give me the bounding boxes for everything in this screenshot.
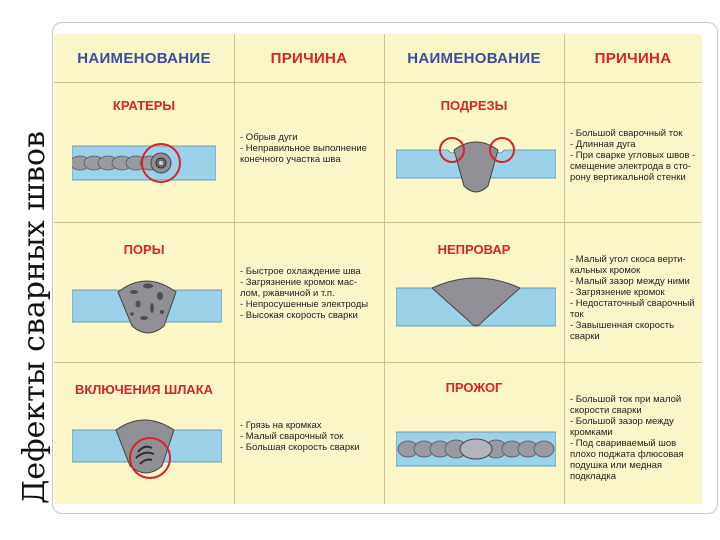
lack-of-penetration-illustration bbox=[395, 264, 557, 349]
cause-line: - Большая скорость сварки bbox=[240, 442, 360, 453]
causes-craters: - Обрыв дуги - Неправильное выполнение к… bbox=[240, 132, 367, 165]
cause-line: - Малый зазор между ними bbox=[570, 276, 690, 287]
causes-slag-inclusions: - Грязь на кромках - Малый сварочный ток… bbox=[240, 420, 360, 453]
grid-line bbox=[54, 362, 702, 363]
cause-line: - Завышенная скорость bbox=[570, 320, 675, 331]
cause-line: плохо поджата флюсовая bbox=[570, 449, 684, 460]
cause-line: - Большой зазор между bbox=[570, 416, 674, 427]
header-left-name: НАИМЕНОВАНИЕ bbox=[77, 49, 211, 67]
cause-line: - Недостаточный сварочный bbox=[570, 298, 695, 309]
cause-line: лом, ржавчиной и т.п. bbox=[240, 288, 335, 299]
causes-burn-through: - Большой ток при малой скорости сварки … bbox=[570, 394, 684, 482]
cause-line: - Длинная дуга bbox=[570, 139, 636, 150]
cause-line: - Неправильное выполнение bbox=[240, 143, 367, 154]
cause-line: скорости сварки bbox=[570, 405, 642, 416]
cause-line: - Малый угол скоса верти- bbox=[570, 254, 686, 265]
slide-frame bbox=[52, 22, 718, 514]
cause-line: подушка или медная bbox=[570, 460, 663, 471]
cause-line: - Загрязнение кромок bbox=[570, 287, 665, 298]
cause-line: конечного участка шва bbox=[240, 154, 341, 165]
cause-line: сварки bbox=[570, 331, 600, 342]
causes-pores: - Быстрое охлаждение шва - Загрязнение к… bbox=[240, 266, 368, 321]
craters-illustration bbox=[69, 132, 217, 205]
cause-line: рону вертикальной стенки bbox=[570, 172, 686, 183]
cause-line: - Быстрое охлаждение шва bbox=[240, 266, 361, 277]
defect-name-burn-through: ПРОЖОГ bbox=[445, 380, 503, 395]
grid-line bbox=[564, 34, 565, 504]
cause-line: - Загрязнение кромок мас- bbox=[240, 277, 358, 288]
page-title-text: Дефекты сварных швов bbox=[17, 131, 52, 504]
cause-line: - Грязь на кромках bbox=[240, 420, 322, 431]
cause-line: ток bbox=[570, 309, 584, 320]
defect-name-pores: ПОРЫ bbox=[123, 242, 165, 257]
defect-name-lack-of-penetration: НЕПРОВАР bbox=[437, 242, 511, 257]
cause-line: - Большой сварочный ток bbox=[570, 128, 683, 139]
header-right-cause: ПРИЧИНА bbox=[594, 49, 672, 67]
burn-through-illustration bbox=[395, 420, 557, 485]
cause-line: смещение электрода в сто- bbox=[570, 161, 692, 172]
cause-line: подкладка bbox=[570, 471, 617, 482]
slag-inclusions-illustration bbox=[71, 408, 223, 493]
cause-line: - Большой ток при малой bbox=[570, 394, 682, 405]
header-right-name: НАИМЕНОВАНИЕ bbox=[407, 49, 541, 67]
grid-line bbox=[384, 34, 385, 504]
defect-name-slag-inclusions: ВКЛЮЧЕНИЯ ШЛАКА bbox=[74, 382, 214, 397]
header-left-cause: ПРИЧИНА bbox=[270, 49, 348, 67]
pores-illustration bbox=[71, 270, 223, 351]
cause-line: - При сварке угловых швов - bbox=[570, 150, 696, 161]
cause-line: кромками bbox=[570, 427, 613, 438]
grid-line bbox=[54, 222, 702, 223]
grid-line bbox=[54, 82, 702, 83]
page-title: Дефекты сварных швов bbox=[6, 16, 52, 512]
cause-line: - Непросушенные электроды bbox=[240, 299, 369, 310]
cause-line: - Обрыв дуги bbox=[240, 132, 298, 143]
causes-lack-of-penetration: - Малый угол скоса верти- кальных кромок… bbox=[570, 254, 695, 342]
undercuts-illustration bbox=[395, 126, 557, 211]
causes-undercuts: - Большой сварочный ток - Длинная дуга -… bbox=[570, 128, 695, 183]
cause-line: - Высокая скорость сварки bbox=[240, 310, 358, 321]
cause-line: - Под свариваемый шов bbox=[570, 438, 677, 449]
defect-name-undercuts: ПОДРЕЗЫ bbox=[440, 98, 508, 113]
defect-name-craters: КРАТЕРЫ bbox=[112, 98, 176, 113]
grid-line bbox=[234, 34, 235, 504]
cause-line: - Малый сварочный ток bbox=[240, 431, 344, 442]
cause-line: кальных кромок bbox=[570, 265, 641, 276]
